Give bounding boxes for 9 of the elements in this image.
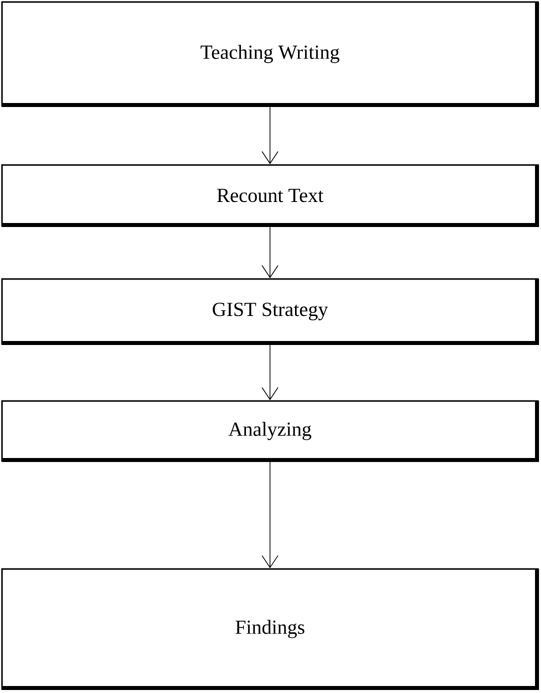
arrow (262, 344, 278, 400)
arrow (262, 461, 278, 568)
arrow (262, 226, 278, 278)
process-box: Analyzing (1, 400, 539, 462)
process-box: Findings (1, 568, 539, 690)
process-box: Teaching Writing (1, 1, 539, 107)
arrow (262, 106, 278, 164)
process-box: Recount Text (1, 164, 539, 227)
process-box: GIST Strategy (1, 278, 539, 345)
